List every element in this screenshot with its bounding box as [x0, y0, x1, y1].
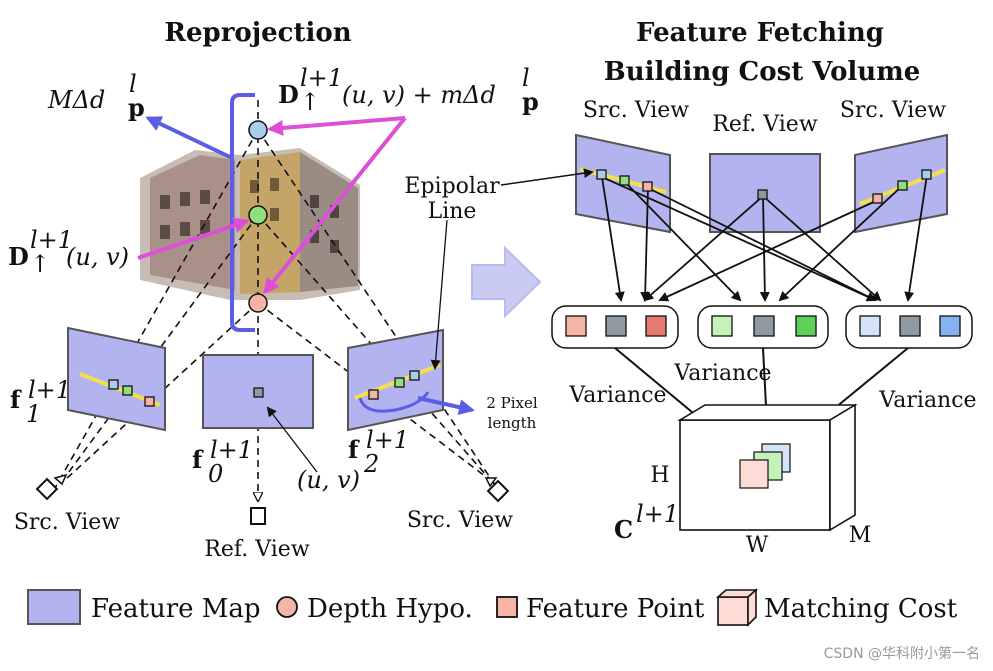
svg-text:(u, v) + mΔd: (u, v) + mΔd — [342, 81, 496, 109]
depth-hypo-top — [248, 120, 268, 140]
uv-pointer — [266, 406, 318, 473]
legend-feature-map-label: Feature Map — [91, 594, 261, 624]
depth-hypo-mid — [248, 205, 268, 225]
svg-text:↑: ↑ — [30, 250, 50, 278]
svg-text:2: 2 — [363, 450, 379, 478]
delta-arrow — [145, 116, 233, 160]
svg-text:MΔd: MΔd — [47, 86, 105, 114]
legend-feature-point-label: Feature Point — [526, 594, 705, 624]
legend-depth-hypo-swatch — [276, 596, 298, 618]
uv-label: (u, v) — [297, 466, 360, 494]
magenta-arrow-1 — [267, 116, 406, 136]
label-f1: f l+1 1 — [10, 376, 71, 428]
scene-photo — [140, 148, 360, 300]
right-feature-point-ref — [757, 189, 768, 200]
legend-feature-point-swatch — [496, 596, 518, 618]
svg-text:↑: ↑ — [300, 88, 320, 116]
epipolar-label-2: Line — [428, 199, 477, 224]
transition-arrow-icon — [471, 245, 542, 319]
watermark: CSDN @华科附小第一名 — [824, 645, 980, 662]
svg-text:0: 0 — [208, 460, 223, 488]
svg-text:f: f — [10, 385, 22, 414]
feature-group-1 — [551, 305, 679, 349]
cost-volume-title: Building Cost Volume — [604, 57, 921, 87]
formula-upsampled: D l+1 ↑ (u, v) — [8, 226, 129, 278]
svg-text:D: D — [278, 80, 299, 109]
right-feature-points-left — [596, 169, 653, 192]
right-ref-view-label: Ref. View — [712, 112, 817, 137]
legend-matching-cost-swatch — [715, 588, 759, 627]
fetch-arrows — [601, 174, 928, 302]
camera-src-left — [35, 473, 68, 501]
src-view-left-label: Src. View — [14, 510, 120, 535]
magenta-arrow-3 — [137, 217, 250, 260]
pixel-length-arrow — [417, 396, 475, 415]
height-label: H — [650, 463, 669, 488]
svg-text:l+1: l+1 — [636, 500, 679, 528]
svg-text:(u, v): (u, v) — [66, 243, 129, 271]
svg-text:f: f — [348, 435, 360, 464]
pixel-length-label-2: length — [488, 414, 537, 432]
legend-feature-map-swatch — [27, 589, 81, 625]
cost-volume — [677, 403, 858, 532]
reprojection-title: Reprojection — [164, 18, 351, 48]
width-label: W — [746, 533, 769, 558]
depth-label: M — [849, 523, 872, 548]
formula-m-delta: MΔd l p — [47, 70, 145, 122]
svg-text:l+1: l+1 — [28, 376, 71, 404]
feature-map-f1 — [67, 326, 166, 432]
variance-label-mid: Variance — [673, 361, 771, 386]
svg-text:l: l — [522, 64, 530, 92]
legend-depth-hypo-label: Depth Hypo. — [307, 594, 473, 624]
legend: Feature Map Depth Hypo. Feature Point Ma… — [27, 588, 958, 627]
feature-points-f2 — [368, 370, 420, 400]
svg-text:D: D — [8, 242, 29, 271]
feature-group-2 — [697, 305, 829, 349]
svg-text:C: C — [614, 515, 633, 544]
src-view-right-label: Src. View — [407, 508, 513, 533]
legend-matching-cost-label: Matching Cost — [764, 594, 958, 624]
camera-src-right — [484, 477, 510, 503]
cost-volume-label: C l+1 — [614, 500, 679, 544]
label-f0: f l+1 0 — [192, 436, 253, 488]
svg-text:1: 1 — [26, 400, 41, 428]
label-f2: f l+1 2 — [348, 426, 409, 478]
svg-text:l+1: l+1 — [210, 436, 253, 464]
magenta-arrow-2 — [263, 116, 407, 295]
right-src-view-left-label: Src. View — [583, 98, 689, 123]
svg-text:l+1: l+1 — [366, 426, 409, 454]
svg-text:p: p — [128, 93, 145, 122]
variance-label-right: Variance — [878, 388, 976, 413]
right-feature-points-right — [872, 169, 932, 204]
epipolar-label-1: Epipolar — [404, 174, 500, 199]
epipolar-pointer — [430, 219, 448, 370]
feature-points-f1 — [108, 379, 155, 407]
right-epipolar-pointer — [500, 168, 594, 186]
matching-cost-cubes — [739, 443, 791, 489]
svg-text:l+1: l+1 — [300, 64, 343, 92]
svg-text:l: l — [129, 70, 137, 98]
svg-text:f: f — [192, 445, 204, 474]
pixel-length-label-1: 2 Pixel — [486, 394, 538, 412]
feature-fetching-title: Feature Fetching — [636, 18, 884, 48]
formula-upsampled-plus: D l+1 ↑ (u, v) + mΔd l p — [278, 64, 539, 116]
feature-point-f0 — [253, 387, 264, 398]
depth-hypo-bottom — [248, 293, 268, 313]
svg-text:l+1: l+1 — [30, 226, 73, 254]
camera-ref — [250, 507, 266, 525]
right-src-view-right-label: Src. View — [840, 98, 946, 123]
svg-text:p: p — [522, 87, 539, 116]
variance-label-left: Variance — [568, 383, 666, 408]
ref-view-label: Ref. View — [204, 537, 309, 562]
depth-range-bracket — [230, 93, 255, 332]
feature-group-3 — [845, 305, 973, 349]
